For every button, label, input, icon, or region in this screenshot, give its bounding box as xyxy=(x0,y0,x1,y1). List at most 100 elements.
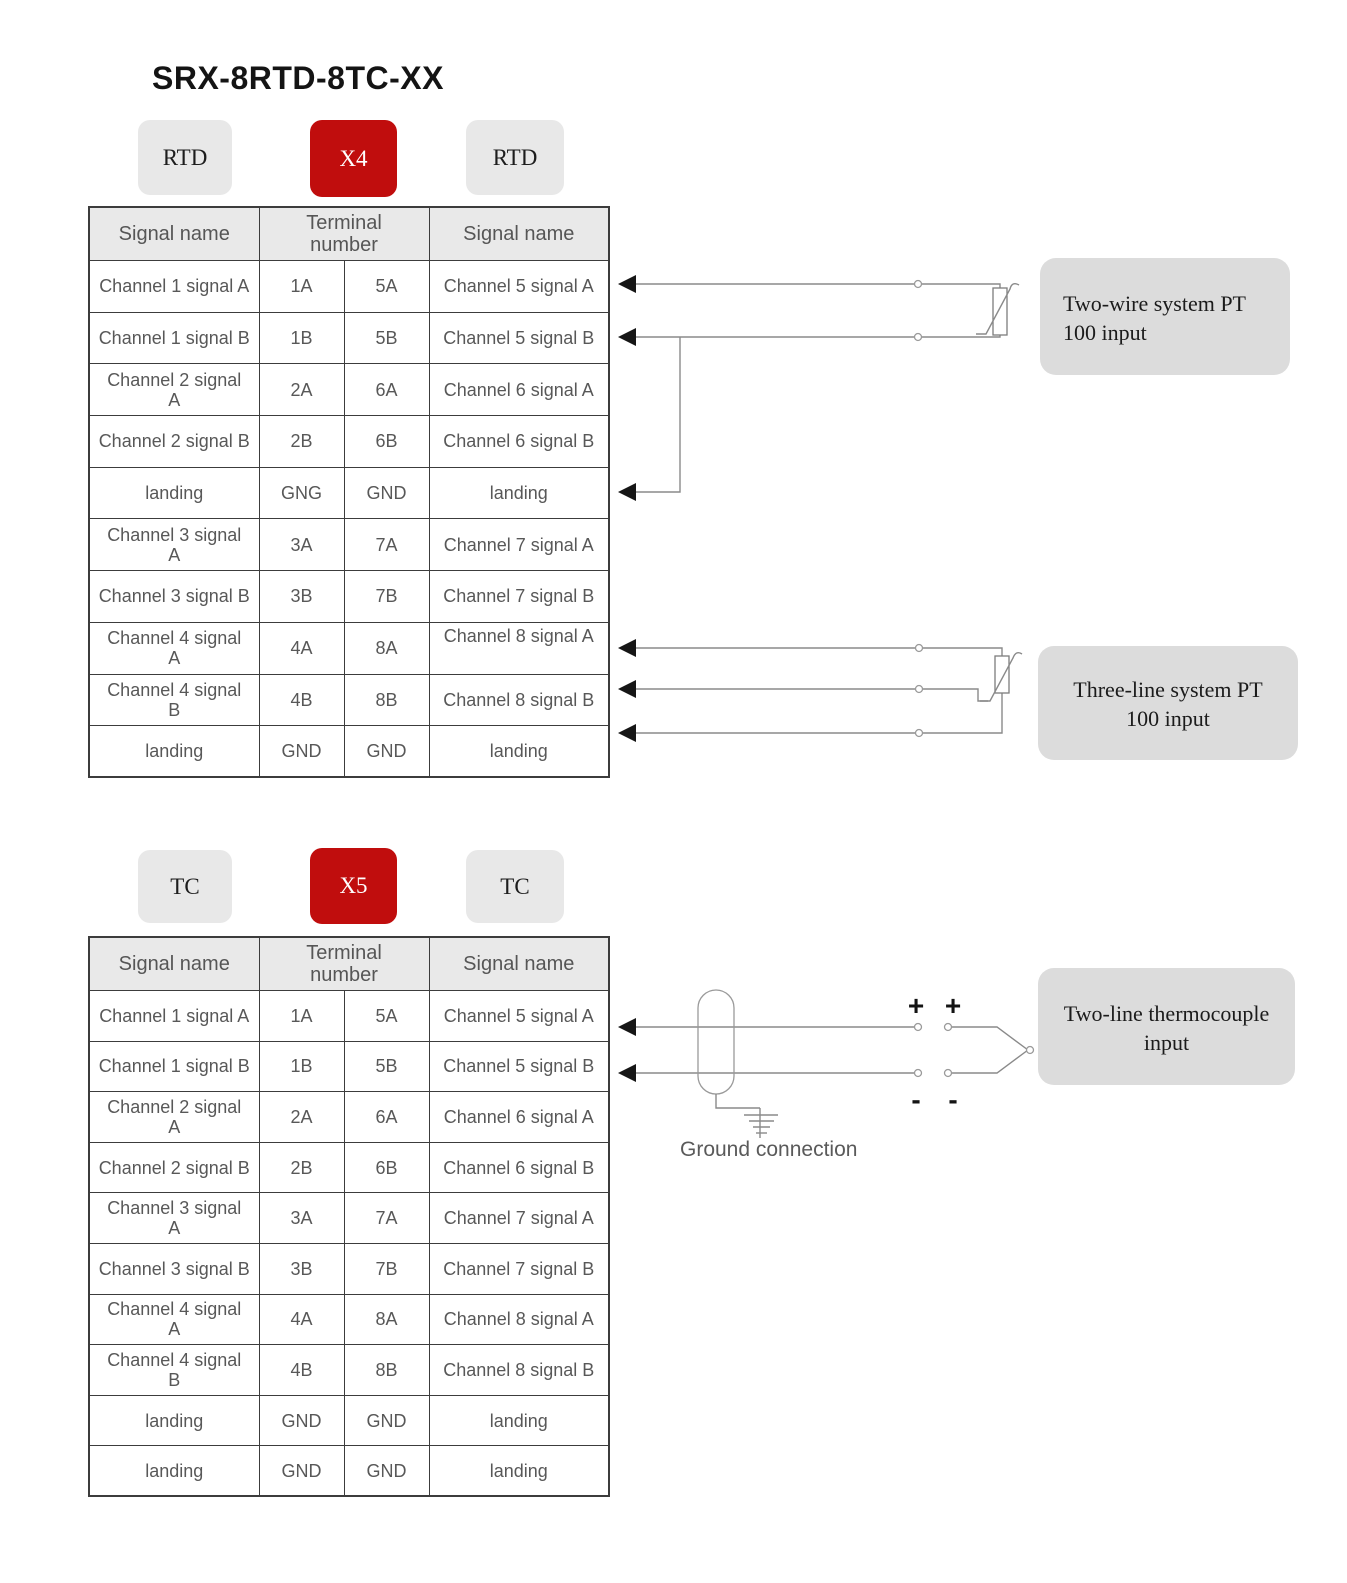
signal-name-header: Signal name xyxy=(88,206,260,261)
table-header-row: Signal name Terminal number Signal name xyxy=(88,936,610,991)
terminal-node-icon xyxy=(913,1068,923,1078)
signal-name-cell: Channel 1 signal A xyxy=(88,990,260,1042)
plus-sign: + xyxy=(944,990,962,1021)
terminal-number-cell: 7B xyxy=(343,1242,430,1295)
terminal-number-cell: GND xyxy=(258,1445,345,1497)
wire xyxy=(636,647,1003,656)
terminal-number-cell: 6B xyxy=(343,415,430,468)
signal-name-cell: Channel 3 signal A xyxy=(88,518,260,572)
left-arrow-icon xyxy=(618,1018,636,1036)
terminal-number-cell: 2A xyxy=(258,1091,345,1143)
terminal-number-cell: 6A xyxy=(343,363,430,417)
signal-name-cell: Channel 7 signal A xyxy=(428,1192,610,1244)
resistor-body xyxy=(992,287,1008,336)
signal-name-cell: Channel 6 signal B xyxy=(428,1141,610,1194)
wire xyxy=(636,335,1001,338)
terminal-number-cell: 4B xyxy=(258,673,345,727)
signal-name-cell: Channel 2 signal B xyxy=(88,1141,260,1194)
rtd-left-badge: RTD xyxy=(138,120,232,195)
terminal-node-icon xyxy=(943,1068,953,1078)
signal-name-cell: landing xyxy=(428,1445,610,1497)
terminal-node-icon xyxy=(914,643,924,653)
terminal-number-cell: 4A xyxy=(258,1293,345,1346)
left-arrow-icon xyxy=(618,1064,636,1082)
terminal-node-icon xyxy=(914,728,924,738)
terminal-number-cell: 5B xyxy=(343,1040,430,1093)
terminal-number-cell: 7A xyxy=(343,1192,430,1244)
signal-name-cell: Channel 3 signal B xyxy=(88,1242,260,1295)
signal-name-cell: Channel 1 signal B xyxy=(88,311,260,365)
terminal-number-header: Terminal number xyxy=(258,936,430,991)
junction-node-icon xyxy=(1025,1045,1035,1055)
terminal-number-cell: 3B xyxy=(258,1242,345,1295)
terminal-node-icon xyxy=(913,279,923,289)
three-line-pt100-callout: Three-line system PT 100 input xyxy=(1038,646,1298,760)
terminal-number-cell: 2A xyxy=(258,363,345,417)
left-arrow-icon xyxy=(618,680,636,698)
signal-name-cell: Channel 1 signal A xyxy=(88,260,260,313)
terminal-number-cell: 8A xyxy=(343,1293,430,1346)
ground-connection-label: Ground connection xyxy=(680,1138,858,1161)
terminal-number-cell: GNG xyxy=(258,466,345,520)
wire xyxy=(636,337,681,493)
terminal-number-cell: 6B xyxy=(343,1141,430,1194)
signal-name-cell: landing xyxy=(428,725,610,778)
terminal-number-cell: 3B xyxy=(258,570,345,623)
signal-name-cell: Channel 5 signal B xyxy=(428,311,610,365)
table-header-row: Signal name Terminal number Signal name xyxy=(88,206,610,261)
signal-name-cell: Channel 8 signal A xyxy=(428,1293,610,1346)
terminal-number-cell: GND xyxy=(258,725,345,778)
signal-name-cell: landing xyxy=(88,1445,260,1497)
terminal-node-icon xyxy=(913,1022,923,1032)
minus-sign: - xyxy=(911,1084,921,1115)
plus-sign: + xyxy=(907,990,925,1021)
tc-terminal-table: Signal name Terminal number Signal name … xyxy=(88,936,611,1498)
tc-right-badge: TC xyxy=(466,850,564,923)
minus-sign: - xyxy=(948,1084,958,1115)
left-arrow-icon xyxy=(618,724,636,742)
signal-name-cell: Channel 3 signal B xyxy=(88,570,260,623)
left-arrow-icon xyxy=(618,639,636,657)
terminal-number-cell: 4B xyxy=(258,1344,345,1396)
ground-icon xyxy=(744,1108,778,1138)
resistor-strike xyxy=(976,282,1020,335)
rtd-resistor-icon xyxy=(980,651,1023,702)
rtd-resistor-icon xyxy=(976,282,1020,336)
callout-line: input xyxy=(1143,1030,1190,1055)
signal-name-cell: landing xyxy=(428,466,610,520)
signal-name-cell: Channel 5 signal A xyxy=(428,260,610,313)
three-line-pt100-diagram xyxy=(618,639,1023,742)
signal-name-cell: landing xyxy=(88,1394,260,1447)
terminal-number-cell: GND xyxy=(343,1394,430,1447)
terminal-number-cell: 5A xyxy=(343,260,430,313)
wire xyxy=(636,283,1001,288)
signal-name-cell: landing xyxy=(88,725,260,778)
cable-shield-icon xyxy=(697,989,735,1095)
connector-x5-badge: X5 xyxy=(310,848,397,924)
signal-name-cell: Channel 7 signal A xyxy=(428,518,610,572)
wire xyxy=(636,688,988,702)
callout-line: 100 input xyxy=(1063,320,1147,345)
signal-name-cell: Channel 2 signal A xyxy=(88,363,260,417)
terminal-number-cell: GND xyxy=(343,466,430,520)
terminal-node-icon xyxy=(913,332,923,342)
terminal-number-cell: 5B xyxy=(343,311,430,365)
terminal-number-cell: 8B xyxy=(343,673,430,727)
terminal-number-cell: 1A xyxy=(258,260,345,313)
rtd-right-badge: RTD xyxy=(466,120,564,195)
terminal-number-header: Terminal number xyxy=(258,206,430,261)
signal-name-cell: Channel 8 signal B xyxy=(428,1344,610,1396)
left-arrow-icon xyxy=(618,328,636,346)
signal-name-cell: Channel 4 signal A xyxy=(88,1293,260,1346)
signal-name-cell: Channel 3 signal A xyxy=(88,1192,260,1244)
